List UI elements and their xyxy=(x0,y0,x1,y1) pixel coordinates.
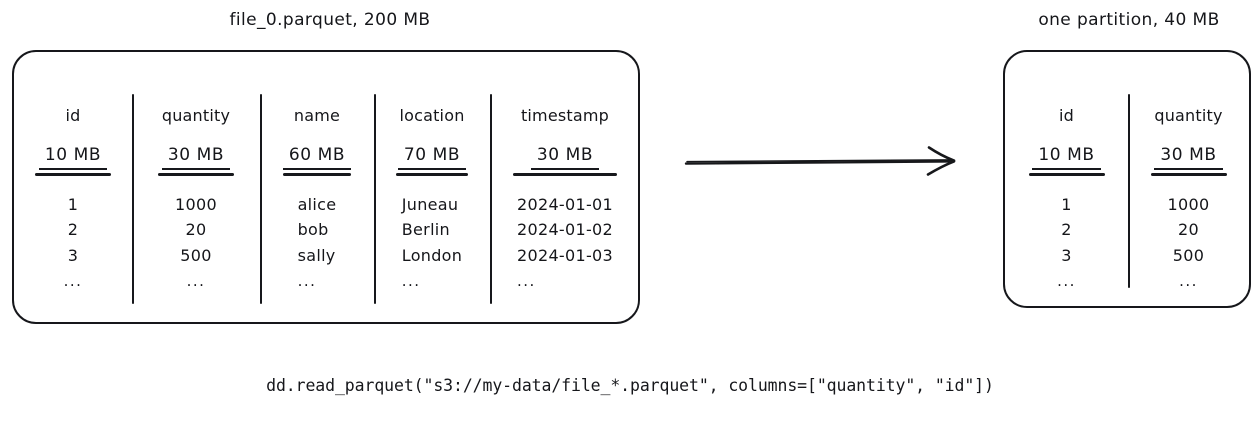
code-caption: dd.read_parquet("s3://my-data/file_*.par… xyxy=(266,376,994,395)
column-size-label: 30 MB xyxy=(530,145,600,170)
cell-value: 3 xyxy=(67,246,79,266)
cell-value: Juneau xyxy=(401,194,459,214)
column-size-label: 60 MB xyxy=(282,145,352,170)
cell-value: sally xyxy=(297,246,336,266)
cell-value: 1000 xyxy=(1167,194,1210,214)
column-header-separator xyxy=(396,173,468,176)
left-box-title: file_0.parquet, 200 MB xyxy=(229,10,431,30)
column-header-separator xyxy=(1150,173,1227,176)
column-header-separator xyxy=(513,173,617,176)
column-header-name: location xyxy=(399,106,465,125)
cell-ellipsis: ... xyxy=(186,271,206,290)
cell-ellipsis: ... xyxy=(1057,271,1076,290)
column-header-separator xyxy=(35,173,111,176)
cell-value: 1000 xyxy=(175,194,217,214)
cell-value: 2 xyxy=(67,220,79,240)
column-header-name: quantity xyxy=(1154,106,1223,125)
column-header-separator xyxy=(158,173,234,176)
cell-value: 500 xyxy=(180,246,212,266)
column-cells: 1000 20 500... xyxy=(175,194,217,292)
column-size-label: 70 MB xyxy=(397,145,467,170)
cell-value: bob xyxy=(297,220,329,240)
cell-value: 2024-01-03 xyxy=(517,246,613,266)
column-cells: 2024-01-01 2024-01-02 2024-01-03... xyxy=(517,194,613,292)
cell-value: 2 xyxy=(1061,220,1072,240)
column-size-label: 30 MB xyxy=(161,145,231,170)
right-box-title: one partition, 40 MB xyxy=(1038,10,1220,30)
column-name: name 60 MB alice bob sally... xyxy=(260,52,374,322)
cell-value: 500 xyxy=(1172,246,1205,266)
column-header-name: id xyxy=(1058,106,1074,125)
result-columns: id 10 MB 1 2 3... quantity 30 MB 1000 20 500... xyxy=(1005,52,1249,306)
cell-value: Berlin xyxy=(401,220,450,240)
cell-value: 3 xyxy=(1061,246,1072,266)
cell-value: 2024-01-02 xyxy=(517,220,613,240)
column-id: id 10 MB 1 2 3... xyxy=(14,52,132,322)
cell-value: London xyxy=(401,246,463,266)
column-header-name: quantity xyxy=(161,106,231,125)
arrow-right-icon xyxy=(680,138,970,188)
cell-ellipsis: ... xyxy=(1179,271,1198,290)
column-header-name: id xyxy=(65,106,81,125)
cell-value: 20 xyxy=(1178,220,1199,240)
cell-value: alice xyxy=(297,194,337,214)
result-partition-box: id 10 MB 1 2 3... quantity 30 MB 1000 20 500... xyxy=(1003,50,1251,308)
cell-ellipsis: ... xyxy=(297,271,317,290)
cell-value: 2024-01-01 xyxy=(517,194,613,214)
column-cells: 1 2 3... xyxy=(1057,194,1076,292)
column-size-label: 10 MB xyxy=(38,145,108,170)
cell-value: 1 xyxy=(1061,194,1072,214)
column-header-separator xyxy=(1028,173,1105,176)
cell-value: 20 xyxy=(185,220,207,240)
cell-ellipsis: ... xyxy=(401,271,421,290)
column-cells: alice bob sally... xyxy=(298,194,337,292)
column-header-name: timestamp xyxy=(520,106,610,125)
column-size-label: 30 MB xyxy=(1154,145,1224,170)
column-size-label: 10 MB xyxy=(1032,145,1102,170)
column-cells: 1 2 3... xyxy=(64,194,83,292)
column-quantity: quantity 30 MB 1000 20 500... xyxy=(1128,52,1249,306)
cell-ellipsis: ... xyxy=(63,271,83,290)
cell-value: 1 xyxy=(67,194,79,214)
column-id: id 10 MB 1 2 3... xyxy=(1005,52,1128,306)
column-cells: 1000 20 500... xyxy=(1168,194,1210,292)
column-quantity: quantity 30 MB 1000 20 500... xyxy=(132,52,260,322)
column-header-name: name xyxy=(293,106,341,125)
column-header-separator xyxy=(283,173,351,176)
cell-ellipsis: ... xyxy=(517,271,536,290)
